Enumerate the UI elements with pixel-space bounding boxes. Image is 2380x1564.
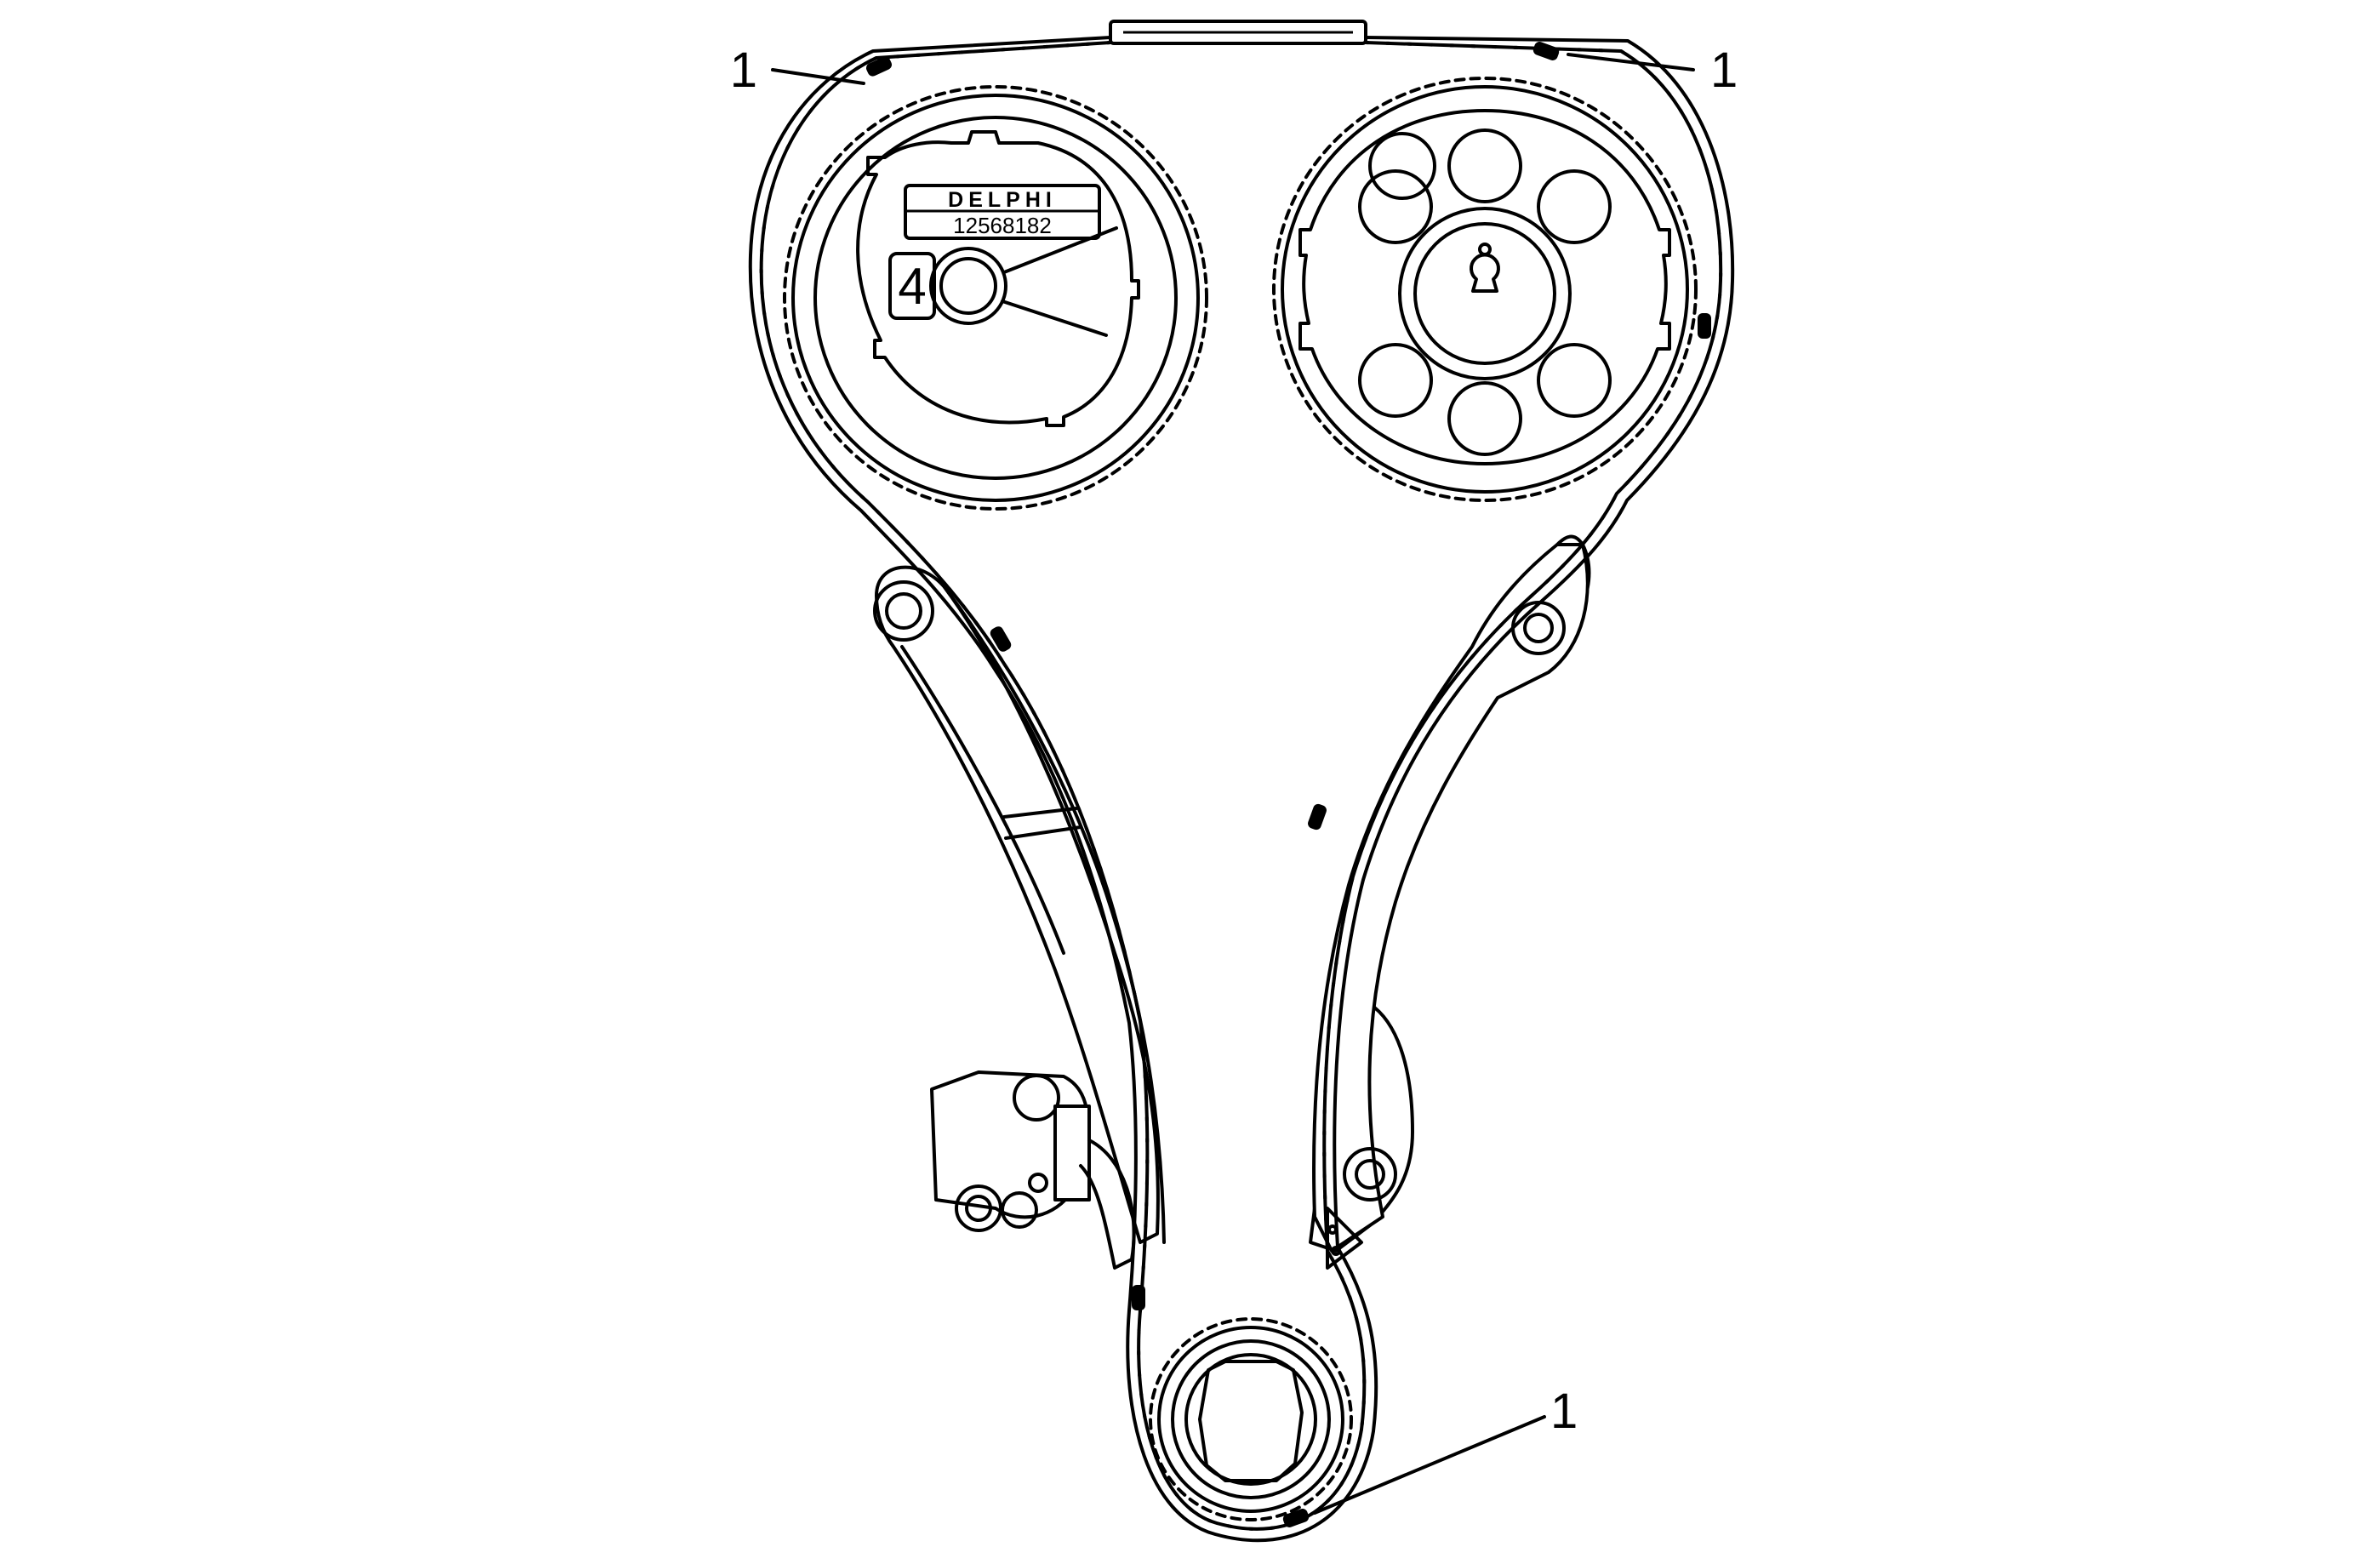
callout-label: 1 — [1550, 1384, 1578, 1439]
sprocket-marking-4: 4 — [888, 252, 936, 320]
right-chain-guide — [1309, 534, 1591, 1270]
callout-label: 1 — [1710, 43, 1738, 98]
delphi-logo-text: DELPHI — [948, 188, 1057, 212]
upper-chain-guide — [1109, 20, 1367, 45]
callout-bottom: 1 — [1313, 1384, 1578, 1515]
callout-label: 1 — [730, 43, 757, 98]
timing-chain — [748, 36, 1735, 1543]
callout-top-left: 1 — [730, 43, 865, 98]
delphi-label-plate: DELPHI 12568182 — [904, 184, 1101, 240]
crankshaft-sprocket — [1149, 1317, 1353, 1521]
intake-camshaft-sprocket: DELPHI 12568182 4 — [783, 85, 1208, 511]
exhaust-camshaft-sprocket — [1272, 77, 1698, 502]
colored-timing-links — [865, 42, 1711, 1527]
left-tensioner-guide — [873, 565, 1166, 1244]
chain-tensioner — [930, 1070, 1136, 1270]
svg-text:4: 4 — [898, 258, 926, 315]
sprocket-part-number: 12568182 — [953, 213, 1052, 238]
callout-top-right: 1 — [1567, 43, 1738, 98]
